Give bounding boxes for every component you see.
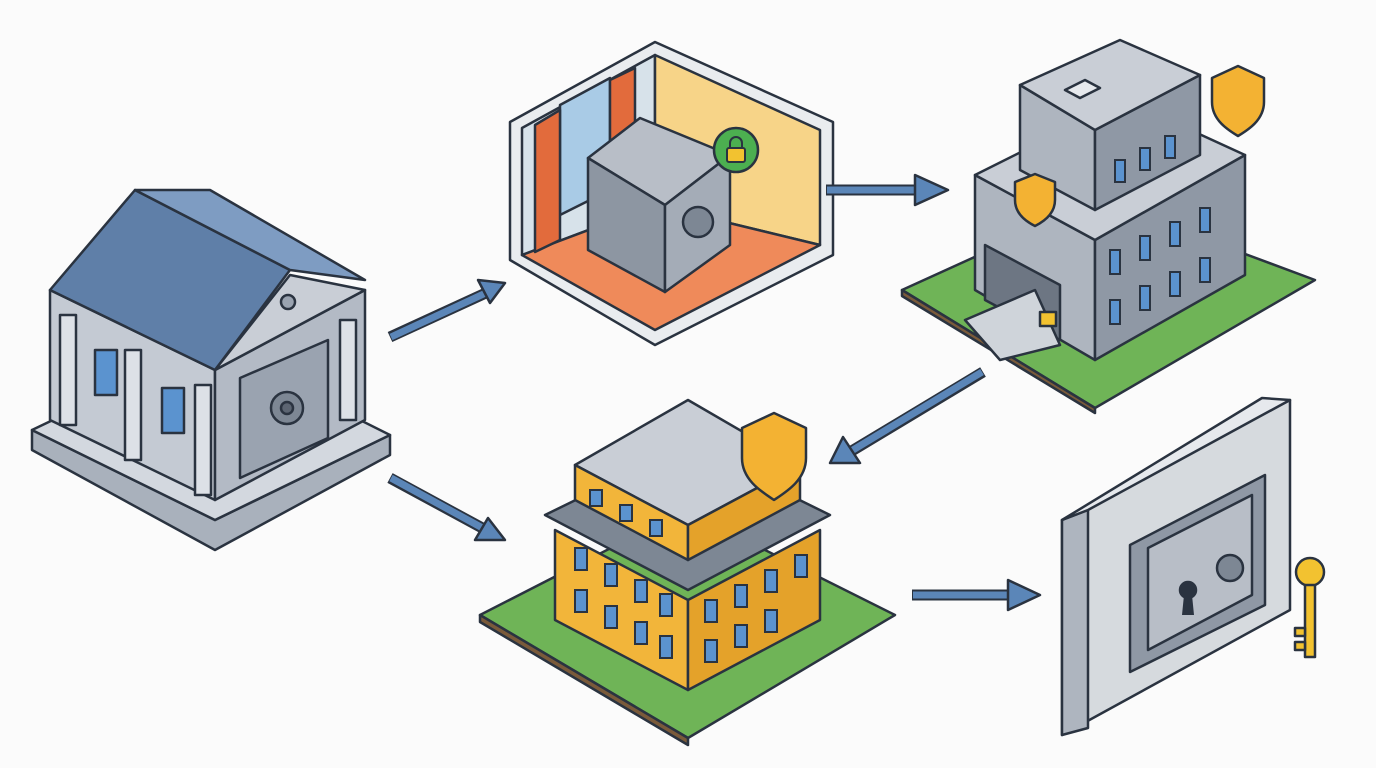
bank-vault-building-icon bbox=[30, 188, 392, 552]
wall-safe-with-key-icon bbox=[1060, 396, 1326, 737]
secure-apartment-building-icon bbox=[478, 398, 897, 747]
secure-office-building-icon bbox=[900, 38, 1317, 415]
home-safe-room-icon bbox=[508, 40, 835, 347]
key-icon bbox=[1293, 556, 1326, 659]
